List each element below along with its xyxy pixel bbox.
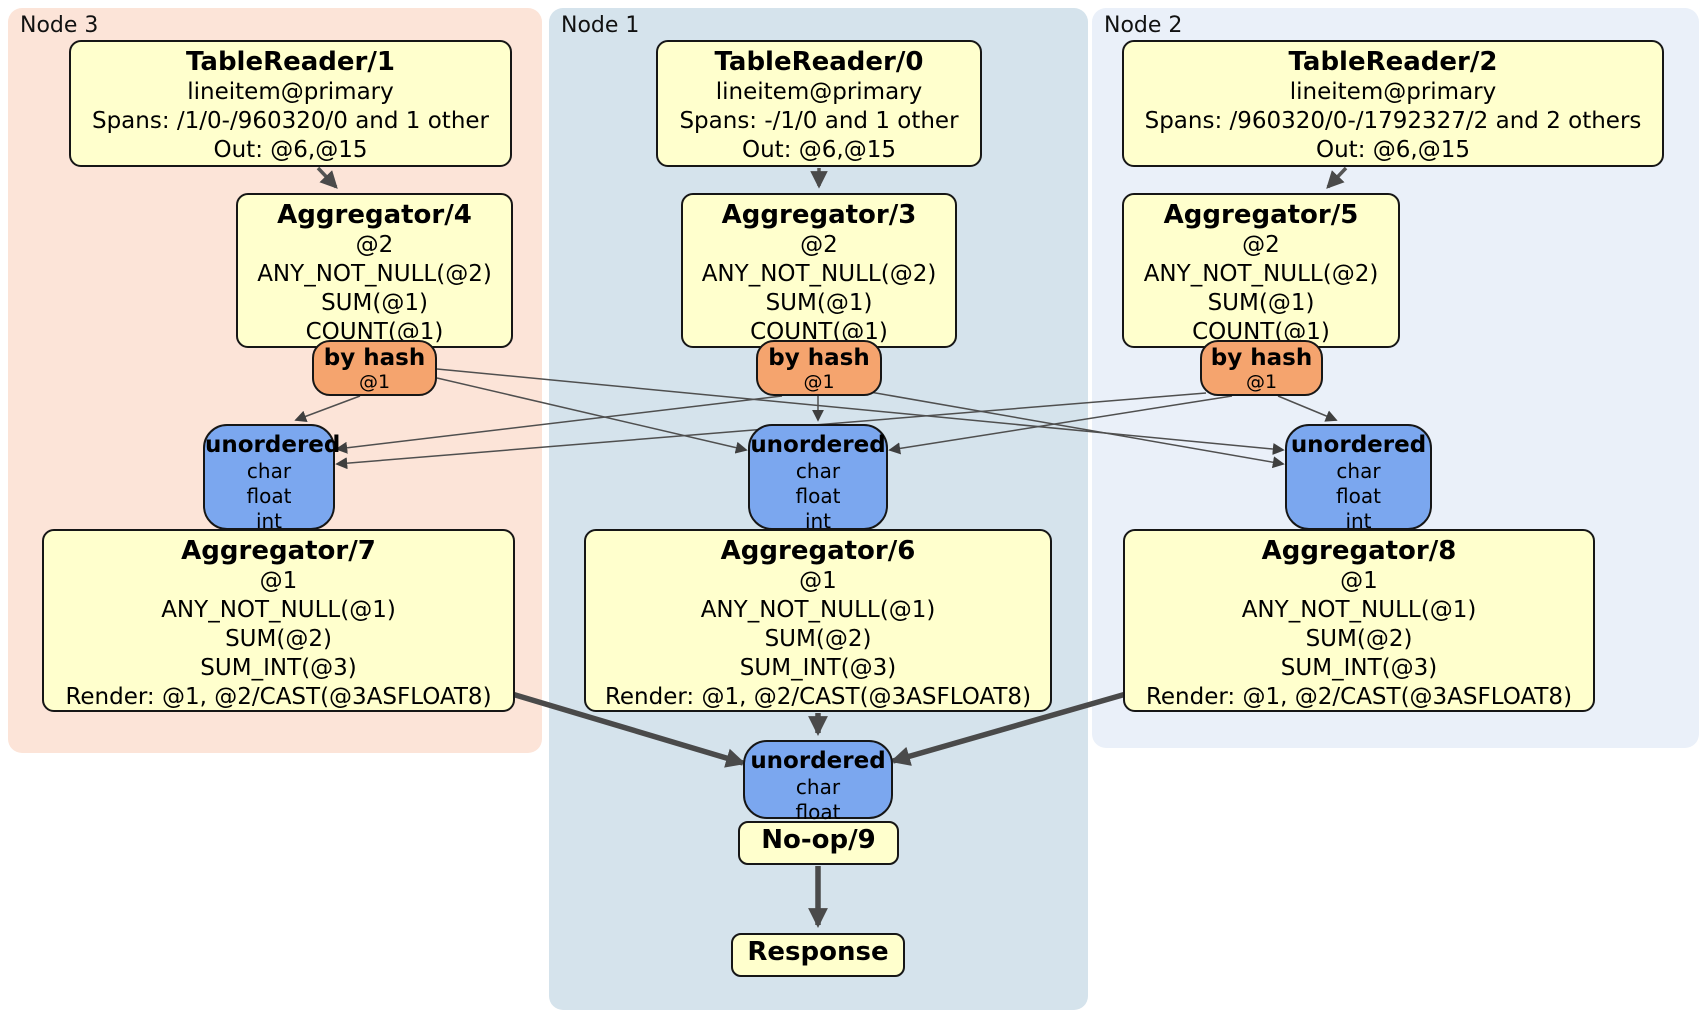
- box-line: ANY_NOT_NULL(@1): [700, 597, 936, 623]
- box-line: lineitem@primary: [187, 79, 394, 105]
- box-line: char: [246, 459, 292, 483]
- response-box: Response: [731, 933, 905, 977]
- box-line: lineitem@primary: [715, 79, 923, 105]
- box-line: @2: [1242, 232, 1280, 258]
- aggregator-6-title: Aggregator/6: [720, 536, 916, 566]
- hash-router-node1: by hash @1: [756, 340, 882, 396]
- box-line: SUM(@1): [321, 290, 428, 316]
- hash-router-details: @1: [1202, 372, 1321, 393]
- box-line: Render: @1, @2/CAST(@3ASFLOAT8): [1145, 684, 1573, 710]
- hash-router-title: by hash: [768, 345, 870, 371]
- box-line: @1: [259, 568, 298, 594]
- box-line: @1: [1245, 371, 1278, 393]
- hash-router-details: @1: [314, 372, 435, 393]
- box-line: float: [795, 484, 841, 508]
- hash-router-title: by hash: [1210, 345, 1313, 371]
- box-line: Spans: -/1/0 and 1 other: [679, 108, 959, 134]
- aggregator-3-title: Aggregator/3: [721, 200, 917, 230]
- box-line: lineitem@primary: [1289, 79, 1497, 105]
- box-line: Render: @1, @2/CAST(@3ASFLOAT8): [604, 684, 1032, 710]
- box-line: char: [795, 459, 841, 483]
- box-line: ANY_NOT_NULL(@1): [1241, 597, 1477, 623]
- hash-router-title: by hash: [323, 345, 426, 371]
- hash-router-node3: by hash @1: [312, 340, 437, 396]
- box-line: ANY_NOT_NULL(@2): [257, 261, 492, 287]
- unordered-sync-title: unordered: [205, 432, 341, 458]
- box-line: SUM(@1): [1207, 290, 1315, 316]
- box-line: SUM(@2): [764, 626, 872, 652]
- box-line: SUM(@2): [1305, 626, 1413, 652]
- aggregator-8-title: Aggregator/8: [1261, 536, 1457, 566]
- box-line: @1: [803, 371, 835, 393]
- box-line: char: [795, 775, 841, 799]
- hash-router-details: @1: [758, 372, 880, 393]
- box-line: float: [246, 484, 292, 508]
- hash-router-node2: by hash @1: [1200, 340, 1323, 396]
- box-line: SUM_INT(@3): [1280, 655, 1438, 681]
- box-line: Out: @6,@15: [742, 137, 896, 163]
- box-line: SUM(@2): [225, 626, 332, 652]
- noop-box: No-op/9: [738, 821, 899, 865]
- node1-label: Node 1: [561, 13, 640, 38]
- aggregator-4-title: Aggregator/4: [277, 200, 472, 230]
- tablereader-1-title: TableReader/1: [186, 47, 395, 77]
- box-line: @1: [799, 568, 837, 594]
- aggregator-5-title: Aggregator/5: [1163, 200, 1359, 230]
- box-line: float: [1336, 484, 1381, 508]
- box-line: SUM(@1): [765, 290, 873, 316]
- box-line: SUM_INT(@3): [739, 655, 897, 681]
- box-line: SUM_INT(@3): [200, 655, 357, 681]
- box-line: char: [1336, 459, 1381, 483]
- box-line: float: [795, 800, 841, 824]
- box-line: ANY_NOT_NULL(@2): [1143, 261, 1379, 287]
- tablereader-2-title: TableReader/2: [1288, 47, 1498, 77]
- box-line: @1: [358, 371, 391, 393]
- box-line: Out: @6,@15: [1316, 137, 1470, 163]
- box-line: Spans: /1/0-/960320/0 and 1 other: [91, 108, 490, 134]
- response-title: Response: [747, 937, 889, 967]
- noop-title: No-op/9: [761, 825, 876, 855]
- unordered-sync-title: unordered: [750, 432, 886, 458]
- box-line: ANY_NOT_NULL(@1): [161, 597, 396, 623]
- box-line: Render: @1, @2/CAST(@3ASFLOAT8): [65, 684, 492, 710]
- box-line: ANY_NOT_NULL(@2): [701, 261, 937, 287]
- node3-label: Node 3: [20, 13, 99, 38]
- tablereader-0-title: TableReader/0: [714, 47, 924, 77]
- box-line: @2: [355, 232, 394, 258]
- unordered-sync-title: unordered: [750, 748, 886, 774]
- box-line: Out: @6,@15: [213, 137, 368, 163]
- unordered-sync-title: unordered: [1290, 432, 1427, 458]
- node2-label: Node 2: [1104, 13, 1183, 38]
- aggregator-7-title: Aggregator/7: [181, 536, 376, 566]
- box-line: @2: [800, 232, 838, 258]
- box-line: @1: [1340, 568, 1378, 594]
- box-line: Spans: /960320/0-/1792327/2 and 2 others: [1144, 108, 1642, 134]
